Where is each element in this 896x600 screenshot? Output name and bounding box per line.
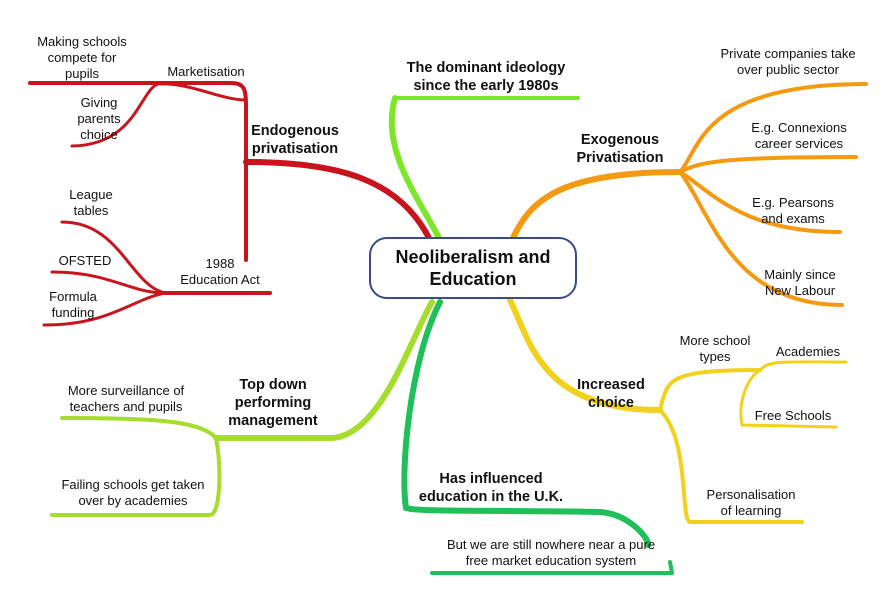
dominant-branch-lines (388, 95, 580, 243)
formula-funding-label: Formula funding (49, 289, 97, 320)
ofsted-label: OFSTED (58, 253, 112, 268)
academies-label: Academies (775, 344, 841, 359)
marketisation-label: Marketisation (167, 64, 245, 79)
exogenous-branch-lines (509, 82, 868, 307)
failing-schools-label: Failing schools get taken over by academ… (61, 477, 205, 508)
central-topic: Neoliberalism and Education (369, 237, 577, 299)
increased-choice-label: Increased choice (577, 377, 645, 411)
influenced-branch-lines (401, 299, 674, 575)
pearsons-label: E.g. Pearsons and exams (752, 195, 834, 226)
exogenous-privatisation-label: Exogenous Privatisation (576, 132, 664, 166)
private-companies-label: Private companies take over public secto… (720, 46, 856, 77)
more-surveillance-label: More surveillance of teachers and pupils (67, 383, 185, 414)
free-schools-label: Free Schools (754, 408, 832, 423)
top-down-management-label: Top down performing management (228, 377, 318, 429)
endogenous-branch-lines (28, 81, 433, 327)
has-influenced-label: Has influenced education in the U.K. (418, 471, 564, 505)
new-labour-label: Mainly since New Labour (764, 267, 836, 298)
nowhere-near-label: But we are still nowhere near a pure fre… (446, 537, 656, 568)
choice-branch-lines (507, 297, 848, 524)
making-schools-compete-label: Making schools compete for pupils (37, 34, 127, 81)
personalisation-label: Personalisation of learning (706, 487, 796, 518)
education-act-label: 1988 Education Act (180, 256, 260, 287)
more-school-types-label: More school types (679, 333, 751, 364)
league-tables-label: League tables (69, 187, 113, 218)
connexions-label: E.g. Connexions career services (751, 120, 847, 151)
giving-parents-choice-label: Giving parents choice (77, 95, 121, 142)
topdown-branch-lines (50, 299, 435, 517)
endogenous-privatisation-label: Endogenous privatisation (251, 123, 339, 157)
dominant-ideology-label: The dominant ideology since the early 19… (406, 60, 566, 94)
